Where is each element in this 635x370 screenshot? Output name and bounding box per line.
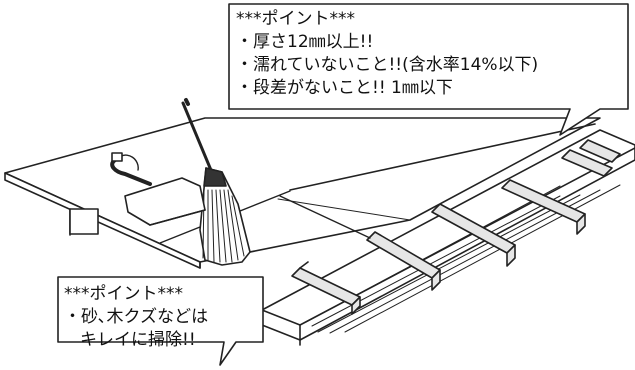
- callout-bottom: ***ポイント*** ・砂､木クズなどは キレイに掃除!!: [64, 283, 208, 352]
- dustpan: [110, 152, 206, 226]
- callout-bottom-line: キレイに掃除!!: [80, 330, 196, 350]
- callout-bottom-heading: ***ポイント***: [64, 284, 183, 304]
- callout-bottom-bubble: [57, 276, 264, 366]
- callout-bottom-line: ・砂､木クズなどは: [64, 307, 209, 327]
- callout-top: ***ポイント*** ・厚さ12㎜以上!! ・濡れていないこと!!(含水率14%…: [236, 8, 538, 100]
- joist: [291, 261, 361, 315]
- callout-top-heading: ***ポイント***: [236, 9, 355, 29]
- callout-top-bubble: [228, 3, 629, 136]
- broom: [181, 98, 251, 266]
- callout-top-point: ・段差がないこと!! 1㎜以下: [236, 78, 453, 98]
- joist: [501, 179, 586, 235]
- joist: [561, 139, 621, 177]
- callout-top-point: ・濡れていないこと!!(含水率14%以下): [236, 55, 539, 75]
- callout-top-point: ・厚さ12㎜以上!!: [236, 32, 374, 52]
- floor-joists: [291, 139, 621, 315]
- plywood-panels: [4, 117, 601, 269]
- joist: [431, 203, 516, 267]
